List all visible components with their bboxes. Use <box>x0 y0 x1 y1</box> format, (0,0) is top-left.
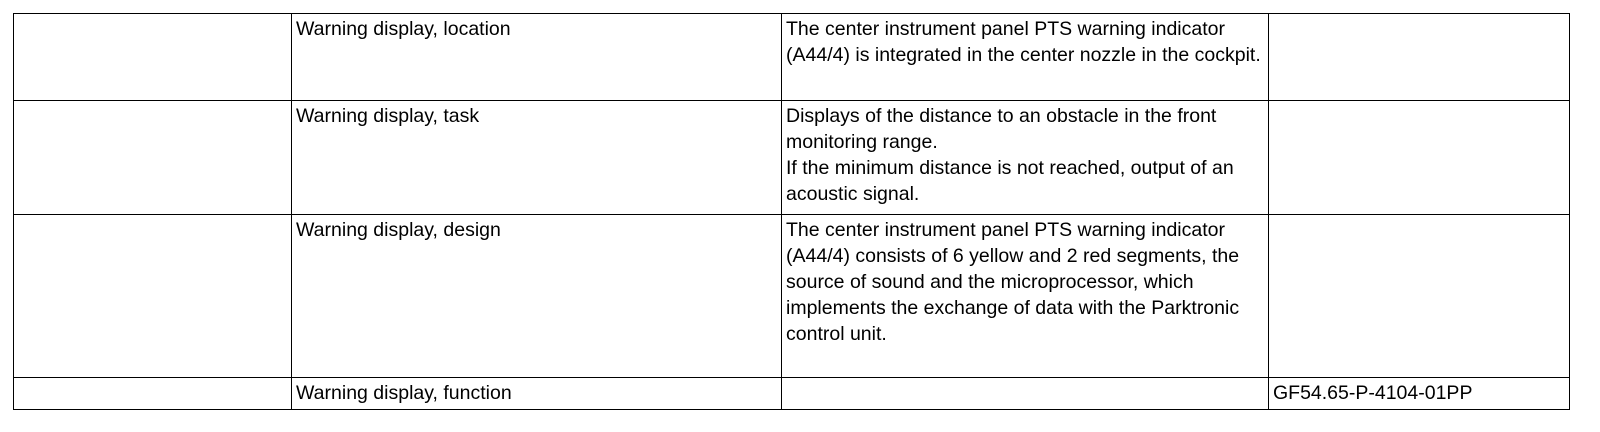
description-paragraph: The center instrument panel PTS warning … <box>786 219 1240 345</box>
row-reference <box>1268 214 1570 378</box>
row-blank-cell <box>13 214 292 378</box>
row-blank-cell <box>13 13 292 101</box>
table-row: Warning display, design The center instr… <box>13 214 1570 378</box>
row-reference: GF54.65-P-4104-01PP <box>1268 377 1570 410</box>
description-paragraph: Displays of the distance to an obstacle … <box>786 105 1217 153</box>
row-blank-cell <box>13 100 292 215</box>
row-description: The center instrument panel PTS warning … <box>781 214 1269 378</box>
row-description <box>781 377 1269 410</box>
row-label: Warning display, task <box>291 100 782 215</box>
row-label: Warning display, function <box>291 377 782 410</box>
row-reference <box>1268 13 1570 101</box>
table-row: Warning display, function GF54.65-P-4104… <box>13 377 1570 410</box>
row-label: Warning display, design <box>291 214 782 378</box>
document-table: Warning display, location The center ins… <box>13 13 1570 410</box>
table-row: Warning display, task Displays of the di… <box>13 100 1570 215</box>
row-description: The center instrument panel PTS warning … <box>781 13 1269 101</box>
row-label: Warning display, location <box>291 13 782 101</box>
table-row: Warning display, location The center ins… <box>13 13 1570 101</box>
row-description: Displays of the distance to an obstacle … <box>781 100 1269 215</box>
description-paragraph: The center instrument panel PTS warning … <box>786 18 1261 66</box>
row-blank-cell <box>13 377 292 410</box>
row-reference <box>1268 100 1570 215</box>
description-paragraph: If the minimum distance is not reached, … <box>786 157 1234 205</box>
